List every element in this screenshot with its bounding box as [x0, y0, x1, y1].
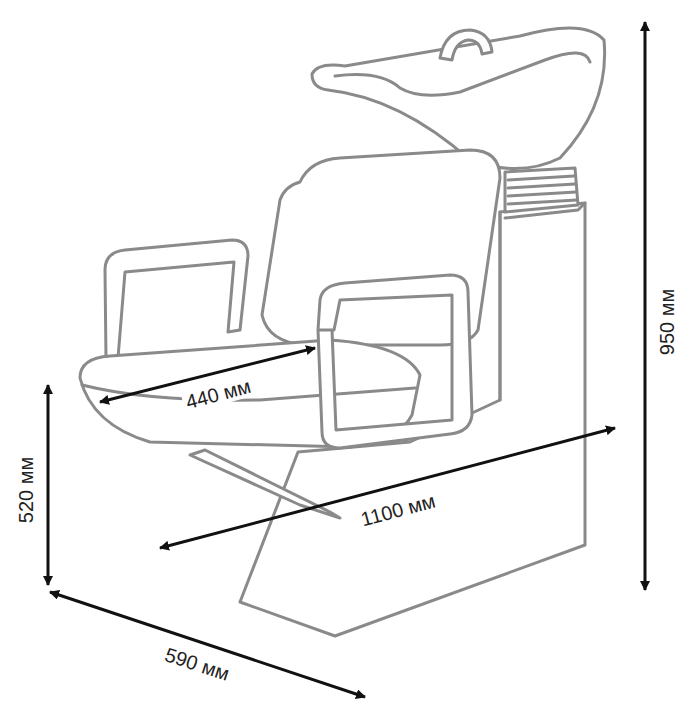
dimension-label: 950 мм — [656, 286, 678, 358]
right-armrest — [318, 275, 472, 448]
dimension-arrow — [644, 22, 647, 590]
dimension-label: 520 мм — [15, 454, 37, 526]
spring-coils — [508, 176, 577, 204]
bowl-rim — [335, 53, 590, 95]
dimension-arrow — [47, 385, 50, 585]
faucet — [440, 30, 492, 60]
wash-bowl — [312, 28, 605, 169]
dimension-arrow — [160, 428, 615, 548]
base-edge — [500, 203, 585, 400]
neck-spring — [505, 168, 578, 212]
left-armrest — [105, 240, 248, 360]
dimension-arrow — [50, 592, 365, 697]
